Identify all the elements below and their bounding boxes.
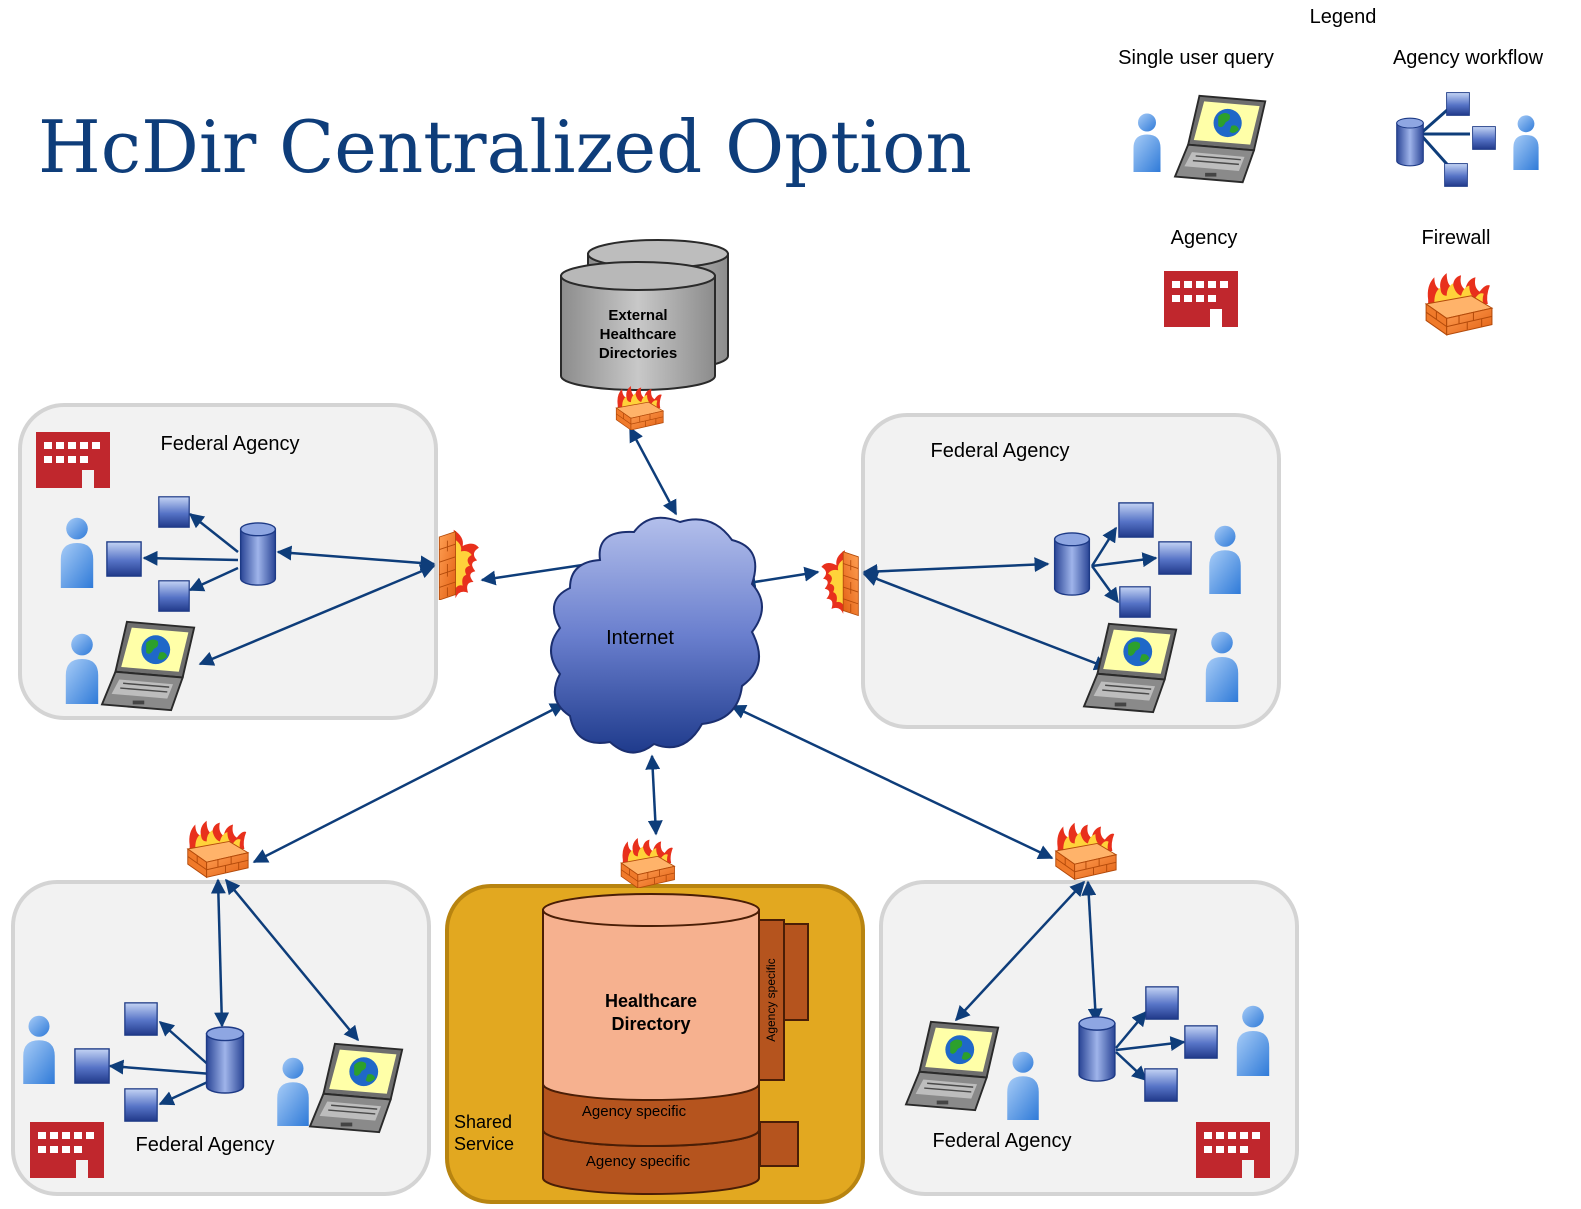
- box-icon: [106, 541, 142, 577]
- agency-label-bottom-right: Federal Agency: [933, 1130, 1072, 1152]
- firewall-top-right-icon: [820, 549, 859, 617]
- box-icon: [74, 1048, 110, 1084]
- legend-single-user-query-label: Single user query: [1118, 47, 1274, 69]
- legend-firewall-icon: [1425, 272, 1493, 336]
- agency-specific-label-1: Agency specific: [582, 1103, 687, 1120]
- box-icon: [1145, 986, 1179, 1020]
- box-icon: [1119, 586, 1151, 618]
- external-label-line2: Healthcare: [600, 326, 677, 343]
- agency-label-top-right: Federal Agency: [931, 440, 1070, 462]
- agency-label-top-left: Federal Agency: [161, 433, 300, 455]
- legend-agency-workflow-label: Agency workflow: [1393, 47, 1544, 69]
- box-icon: [124, 1088, 158, 1122]
- agency-specific-vertical-label: Agency specific: [764, 958, 778, 1041]
- external-directories-db: External Healthcare Directories: [560, 239, 729, 391]
- box-icon: [1158, 540, 1192, 576]
- external-label-line3: Directories: [599, 345, 677, 362]
- box-icon: [158, 580, 190, 612]
- legend-workflow-person-icon: [1513, 115, 1539, 170]
- firewall-shared-icon: [620, 838, 675, 888]
- agency-icon-bottom-left: [30, 1122, 104, 1178]
- agency-label-bottom-left: Federal Agency: [136, 1134, 275, 1156]
- legend-laptop-icon: [1174, 94, 1267, 184]
- firewall-bottom-right-icon: [1055, 822, 1117, 880]
- box-icon: [1144, 1068, 1178, 1102]
- database-icon: [1078, 1016, 1116, 1082]
- internet-cloud: Internet: [550, 516, 763, 754]
- arrow-internet-bottom-left: [252, 702, 566, 864]
- database-icon: [1053, 532, 1091, 596]
- healthcare-directory-db: Agency specific Healthcare Directory Age…: [542, 893, 809, 1195]
- page-title: HcDir Centralized Option: [38, 105, 972, 189]
- healthcare-directory-label-line2: Directory: [611, 1014, 690, 1034]
- arrow-internet-bottom-right: [730, 704, 1054, 860]
- firewall-top-left-icon: [438, 529, 480, 600]
- box-icon: [158, 496, 190, 528]
- legend: Legend Single user query Agency workflow…: [1118, 6, 1544, 336]
- legend-person-icon: [1133, 113, 1161, 172]
- shared-service-label-line1: Shared: [454, 1112, 512, 1132]
- shared-service-label-line2: Service: [454, 1134, 514, 1154]
- arrow-internet-external: [628, 426, 678, 516]
- arrow-internet-top-right: [740, 566, 820, 590]
- healthcare-directory-label-line1: Healthcare: [605, 991, 697, 1011]
- agency-specific-label-2: Agency specific: [586, 1153, 691, 1170]
- agency-icon-top-left: [36, 432, 110, 488]
- firewall-external-icon: [615, 386, 664, 430]
- agency-icon-bottom-right: [1196, 1122, 1270, 1178]
- legend-agency-label: Agency: [1171, 227, 1238, 249]
- firewall-bottom-left-icon: [187, 820, 249, 878]
- legend-agency-icon: [1164, 271, 1238, 327]
- connection-arrows: [108, 426, 1186, 1106]
- box-icon: [124, 1002, 158, 1036]
- legend-firewall-label: Firewall: [1422, 227, 1491, 249]
- arrow-internet-shared: [645, 754, 663, 836]
- internet-label: Internet: [606, 627, 674, 649]
- box-icon: [1118, 502, 1154, 538]
- database-icon: [239, 522, 277, 586]
- box-icon: [1184, 1024, 1218, 1060]
- database-icon: [205, 1026, 245, 1094]
- legend-workflow-icon: [1396, 92, 1496, 187]
- legend-heading: Legend: [1310, 6, 1377, 28]
- external-label-line1: External: [608, 307, 667, 324]
